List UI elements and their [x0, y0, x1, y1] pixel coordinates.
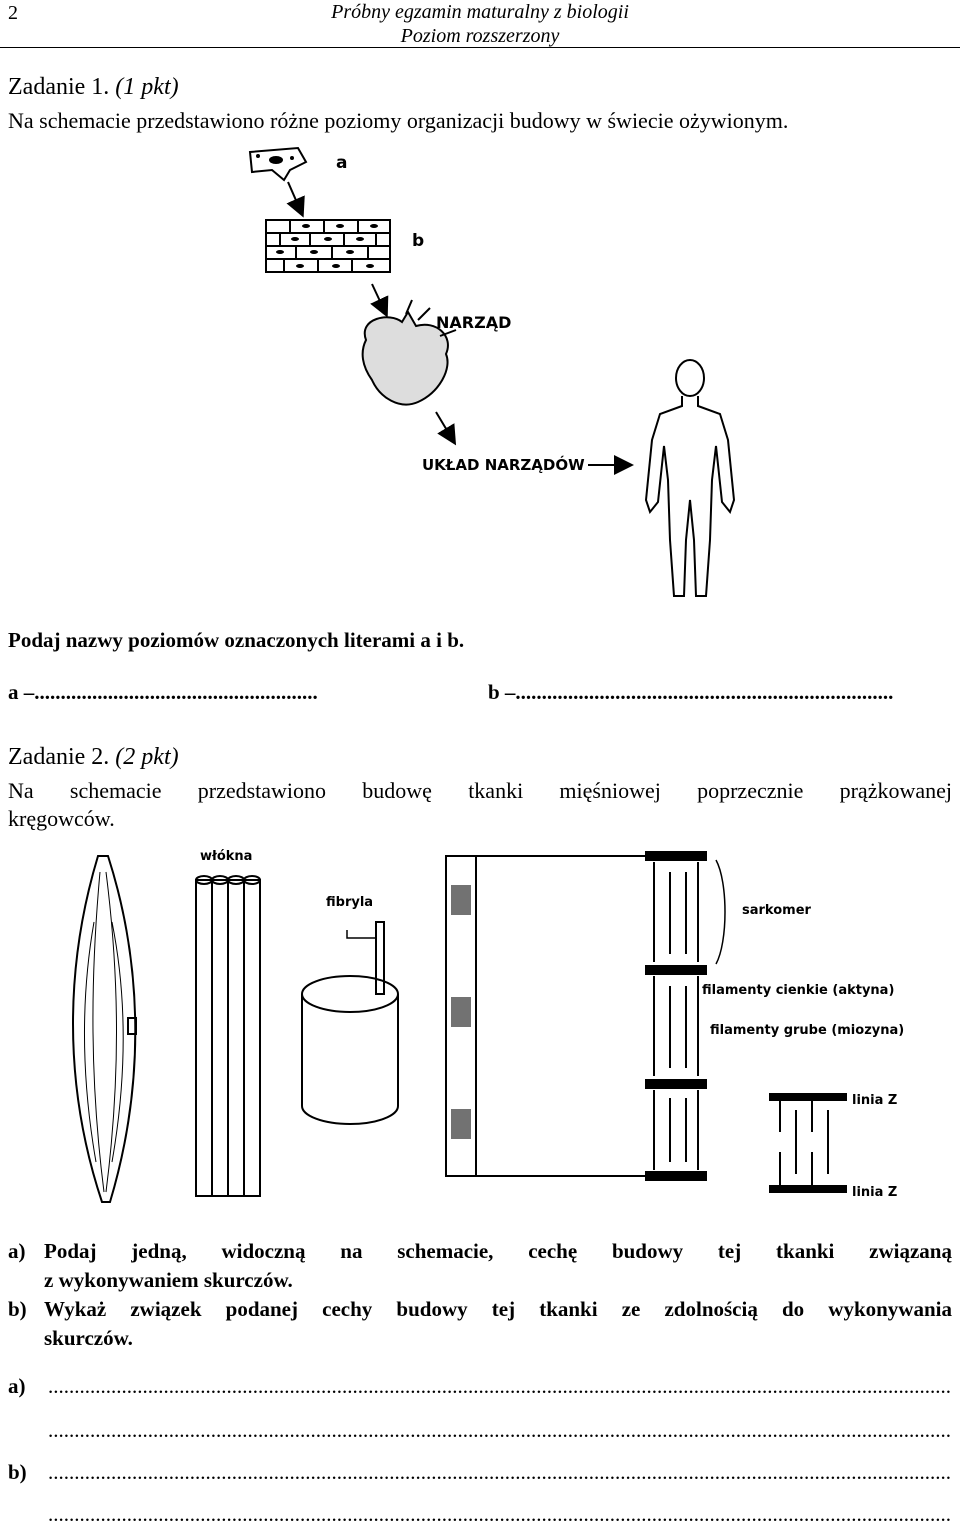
fibers-illustration: [195, 875, 261, 1197]
muscle-illustration: [72, 855, 137, 1203]
label-fibril: fibryla: [326, 895, 373, 910]
question-b-line2: skurczów.: [44, 1326, 133, 1350]
task1-title-main: Zadanie 1.: [8, 74, 116, 100]
label-thick-filaments: filamenty grube (miozyna): [710, 1023, 904, 1038]
label-fibers: włókna: [200, 849, 252, 864]
task1-organization-diagram: a b NARZĄD UKŁAD NARZĄDÓW: [248, 146, 736, 597]
task2-muscle-structure-diagram: włókna fibryla sarkomer: [72, 849, 904, 1203]
label-sarcomere: sarkomer: [742, 903, 812, 918]
answer-b-line1[interactable]: ........................................…: [48, 1460, 952, 1484]
human-body-illustration: [644, 359, 736, 597]
task2-title-main: Zadanie 2.: [8, 744, 116, 770]
arrow-b-to-organ: [370, 283, 389, 318]
label-z-line-bottom: linia Z: [852, 1185, 897, 1200]
label-thin-filaments: filamenty cienkie (aktyna): [702, 983, 894, 998]
label-organ: NARZĄD: [436, 313, 511, 332]
answer-a-line2[interactable]: ........................................…: [48, 1418, 952, 1442]
question-a-line2: z wykonywaniem skurczów.: [44, 1268, 293, 1292]
sarcomere-illustration: [476, 851, 726, 1181]
question-b-label: b): [8, 1297, 27, 1321]
cell-illustration: [248, 146, 308, 182]
label-a: a: [336, 153, 347, 173]
answer-a-line1[interactable]: ........................................…: [48, 1374, 952, 1398]
task2-description-line2: kręgowców.: [8, 806, 115, 831]
answer-b-line2[interactable]: ........................................…: [48, 1502, 952, 1526]
question-b-line1: Wykaż związek podanej cechy budowy tej t…: [44, 1297, 952, 1321]
task1-answer-b[interactable]: b –.....................................…: [488, 680, 894, 704]
tissue-illustration: [265, 219, 391, 273]
zoomed-sarcomere-illustration: [769, 1093, 847, 1193]
task1-points: (1 pkt): [115, 74, 179, 100]
task2-question-b: b) Wykaż związek podanej cechy budowy te…: [8, 1295, 952, 1353]
heart-illustration: [361, 299, 457, 406]
answer-a-label: a): [8, 1374, 26, 1398]
task1-question: Podaj nazwy poziomów oznaczonych literam…: [8, 628, 465, 652]
page-number: 2: [8, 2, 18, 24]
arrow-a-to-b: [286, 181, 305, 218]
header-subtitle: Poziom rozszerzony: [400, 25, 560, 47]
header-title: Próbny egzamin maturalny z biologii: [331, 1, 629, 23]
answer-b-label: b): [8, 1460, 27, 1484]
label-system: UKŁAD NARZĄDÓW: [422, 455, 585, 474]
task2-description-line1: Na schemacie przedstawiono budowę tkanki…: [8, 778, 952, 803]
task1-answer-a[interactable]: a –.....................................…: [8, 680, 318, 704]
arrow-organ-to-system: [435, 411, 457, 446]
task2-questions: a) Podaj jedną, widoczną na schemacie, c…: [8, 1237, 952, 1353]
label-b: b: [412, 231, 424, 251]
striated-fibril-illustration: [445, 855, 477, 1177]
label-z-line-top: linia Z: [852, 1093, 897, 1108]
task1-description: Na schemacie przedstawiono różne poziomy…: [8, 108, 789, 133]
question-a-line1: Podaj jedną, widoczną na schemacie, cech…: [44, 1239, 952, 1263]
fibril-bundle-illustration: [301, 921, 399, 1125]
page-header: Próbny egzamin maturalny z biologii Pozi…: [320, 0, 640, 48]
task2-question-a: a) Podaj jedną, widoczną na schemacie, c…: [8, 1237, 952, 1295]
question-a-label: a): [8, 1239, 26, 1263]
task2-points: (2 pkt): [115, 744, 179, 770]
header-divider: [0, 47, 960, 48]
task1-title: Zadanie 1. (1 pkt): [8, 74, 179, 101]
task2-title: Zadanie 2. (2 pkt): [8, 744, 179, 771]
